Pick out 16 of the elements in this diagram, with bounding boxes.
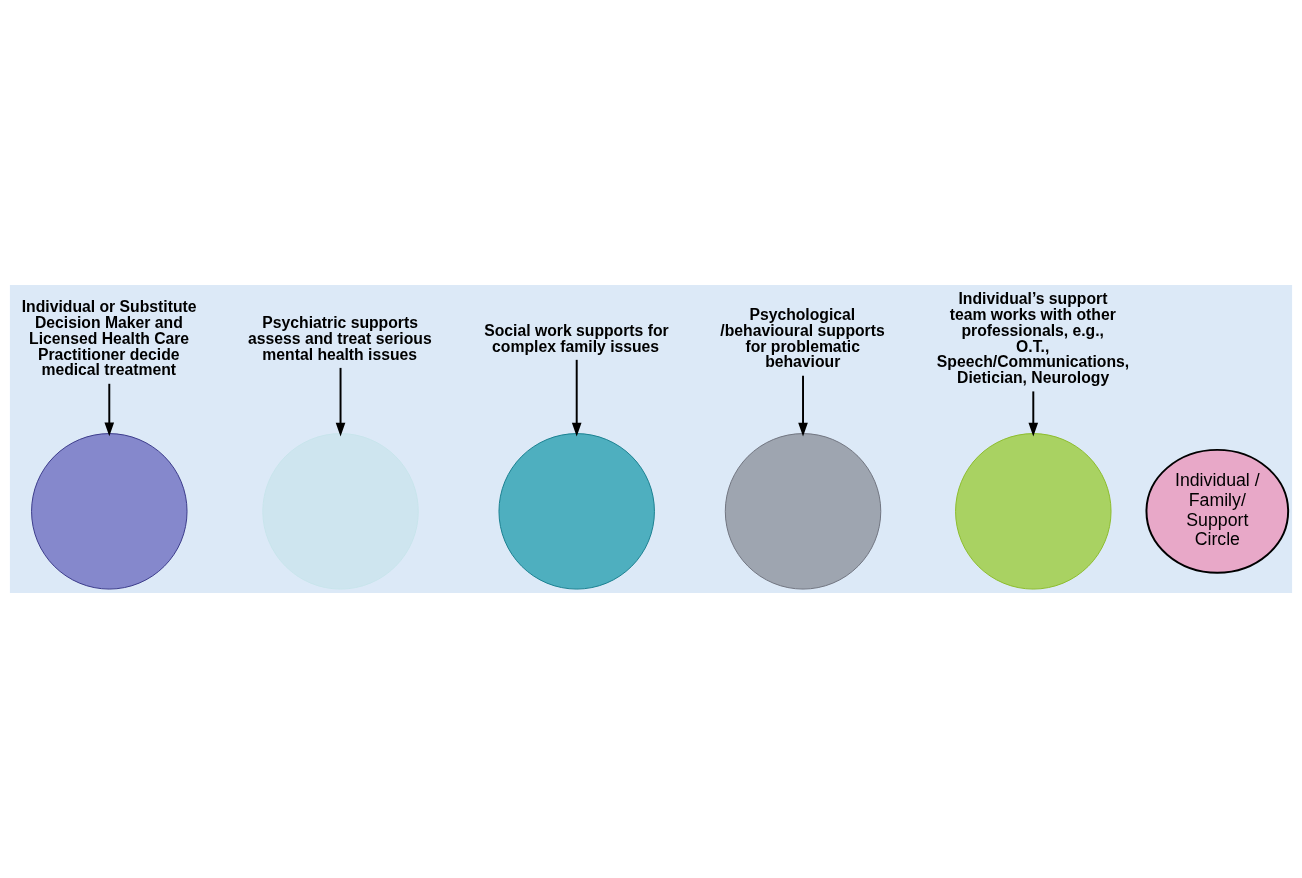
arrow (335, 366, 346, 437)
node-text: Psychological /behavioural supports for problematic behaviour (720, 306, 885, 371)
arrow (104, 382, 115, 437)
node-circle (31, 433, 188, 590)
node-circle (724, 433, 882, 590)
arrow (798, 374, 808, 437)
arrow (1028, 390, 1039, 437)
node-text: Psychiatric supports assess and treat serious mental health issues (248, 314, 432, 363)
node-text: Individual or Substitute Decision Maker and Licensed Health Care Practitioner decide medical treatment (21, 298, 197, 379)
node-circle (955, 433, 1112, 590)
node-ellipse: Individual / Family/ Support Circle (1145, 448, 1290, 574)
node-circle (262, 433, 419, 590)
arrow (571, 358, 582, 437)
node-circle (498, 433, 655, 590)
node-text: Social work supports for complex family issues (484, 321, 669, 355)
node-text: Individual’s support team works with other professionals, e.g., O.T., Speech/Communications, Dietician, Neurology (936, 290, 1130, 387)
